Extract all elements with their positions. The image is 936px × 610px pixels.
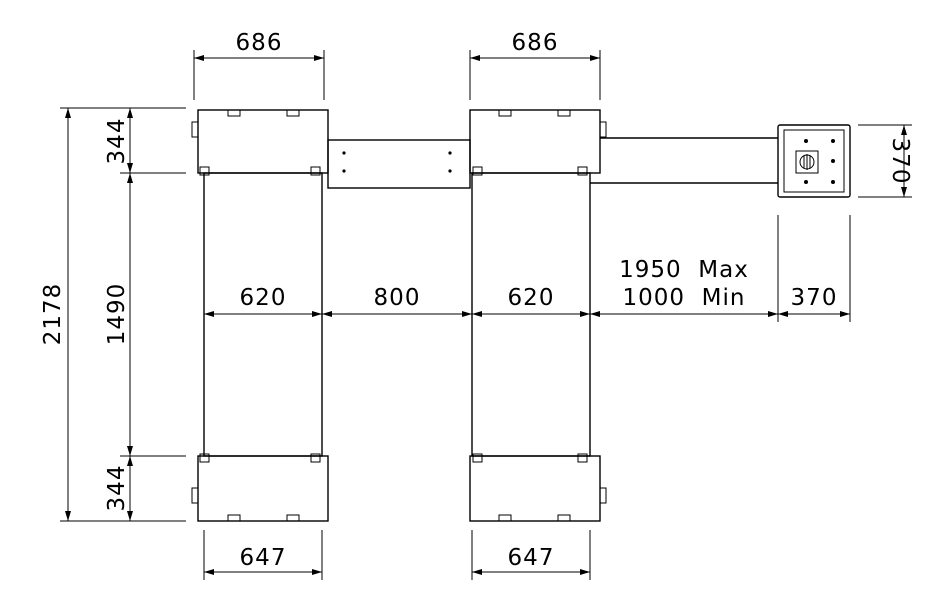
- label-lower-block-height: 344: [104, 465, 130, 512]
- dimension-labels: 686 686 2178 344 1490 344 620 800 620 19…: [40, 30, 913, 571]
- control-box: [777, 124, 851, 198]
- label-max-distance: 1950 Max: [619, 257, 749, 283]
- hose-channel: [590, 137, 778, 184]
- label-gap-between-tracks: 800: [374, 285, 421, 311]
- label-upper-block-height: 344: [104, 118, 130, 165]
- label-middle-height: 1490: [104, 283, 130, 346]
- label-bottom-right-width: 647: [508, 545, 555, 571]
- right-top-block: [469, 109, 601, 174]
- label-min-distance: 1000 Min: [623, 285, 746, 311]
- left-bottom-block: [197, 455, 329, 522]
- right-bottom-block: [469, 455, 601, 522]
- dimension-lines: [60, 50, 912, 580]
- left-top-block: [197, 109, 329, 174]
- label-top-right-width: 686: [512, 30, 559, 56]
- cross-beam: [327, 139, 471, 189]
- right-track: [469, 109, 607, 522]
- label-control-box-width: 370: [791, 285, 838, 311]
- label-top-left-width: 686: [236, 30, 283, 56]
- label-bottom-left-width: 647: [240, 545, 287, 571]
- label-control-box-height: 370: [887, 138, 913, 185]
- label-right-track-width: 620: [508, 285, 555, 311]
- label-left-track-width: 620: [240, 285, 287, 311]
- label-overall-height: 2178: [40, 283, 66, 346]
